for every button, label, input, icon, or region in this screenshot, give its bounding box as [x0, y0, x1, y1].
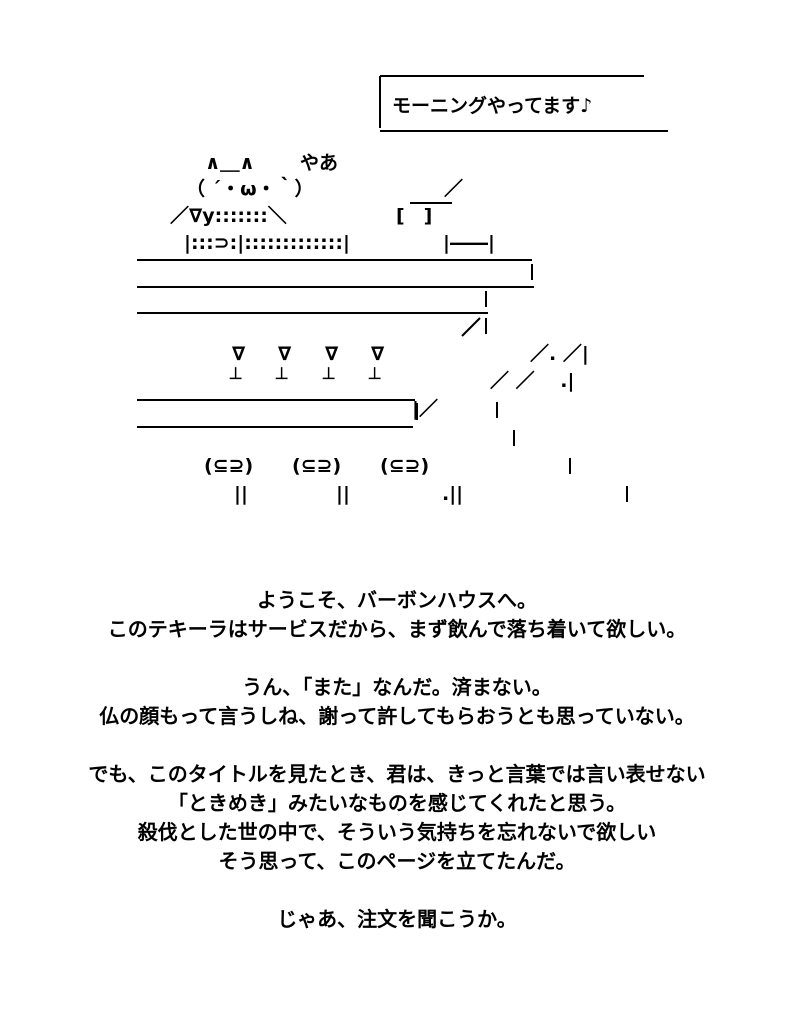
stool: (⊆⊇): [380, 455, 430, 477]
glass-stem: ∇: [325, 343, 339, 365]
right-marks-1: ／. ／|: [530, 343, 589, 365]
cat-ears: ∧＿∧: [205, 152, 255, 174]
message-line: 仏の顔もって言うしね、謝って許してもらおうとも思っていない。: [99, 704, 695, 728]
box: |――|: [443, 232, 495, 254]
message-line: このテキーラはサービスだから、まず飲んで落ち着いて欲しい。: [107, 617, 687, 641]
stool: (⊆⊇): [204, 455, 254, 477]
stool-leg: ||: [336, 483, 350, 505]
message-spacer: [0, 876, 794, 905]
mid-mark: |／: [412, 398, 438, 420]
stool: (⊆⊇): [292, 455, 342, 477]
message-line: そう思って、このページを立てたんだ。: [218, 849, 576, 873]
glass-base: ┴: [276, 368, 288, 390]
bracket: [ ]: [396, 205, 433, 227]
stool-leg: ||: [234, 483, 248, 505]
message-spacer: [0, 731, 794, 760]
slash-top: ／: [444, 178, 464, 200]
ascii-art-lines: [137, 75, 668, 502]
message-line: うん、「また」なんだ。済まない。: [242, 675, 552, 699]
message-line: ようこそ、バーボンハウスへ。: [257, 588, 537, 612]
glass-stem: ∇: [232, 343, 246, 365]
glass-base: ┴: [369, 368, 381, 390]
glass-stem: ∇: [371, 343, 385, 365]
message-line: 「ときめき」みたいなものを感じてくれたと思う。: [167, 791, 627, 815]
glass-base: ┴: [323, 368, 335, 390]
sign-text: モーニングやってます♪: [392, 95, 593, 117]
right-marks-2: ／ ／ .|: [490, 370, 575, 392]
cat-counter: |:::⊃:|:::::::::::::|: [184, 232, 350, 254]
counter-slash: [461, 317, 481, 337]
message-line: でも、このタイトルを見たとき、君は、きっと言葉では言い表せない: [88, 762, 706, 786]
message-spacer: [0, 644, 794, 673]
cat-face: （ ´・ω・｀）: [186, 178, 314, 200]
welcome-message: ようこそ、バーボンハウスへ。 このテキーラはサービスだから、まず飲んで落ち着いて…: [0, 586, 794, 934]
ascii-art-scene: モーニングやってます♪ ∧＿∧ やあ （ ´・ω・｀） ／ ／∇y:::::::…: [137, 75, 668, 505]
cat-arms: ／∇y:::::::＼: [170, 205, 287, 227]
glass-base: ┴: [230, 368, 242, 390]
message-line: 殺伐とした世の中で、そういう気持ちを忘れないで欲しい: [137, 820, 657, 844]
glass-stem: ∇: [278, 343, 292, 365]
message-line: じゃあ、注文を聞こうか。: [277, 907, 517, 931]
greeting-text: やあ: [300, 152, 339, 174]
stool-leg: .||: [442, 483, 464, 505]
